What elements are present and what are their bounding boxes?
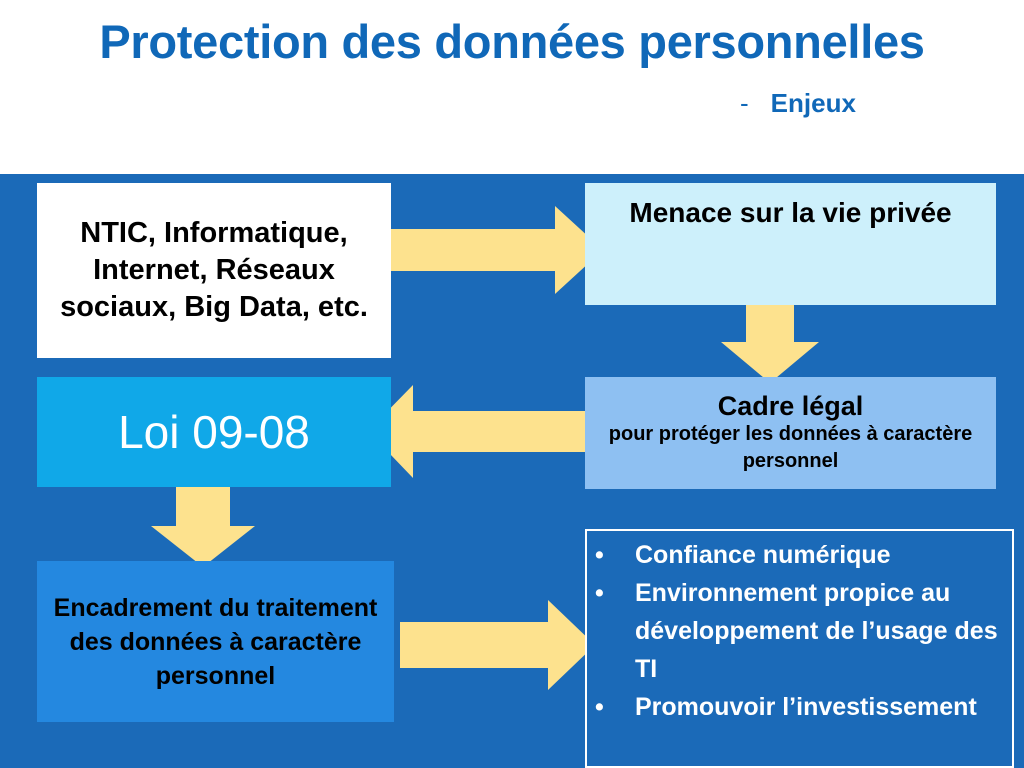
box-menace-text: Menace sur la vie privée — [629, 197, 952, 228]
subtitle-dash: - — [740, 88, 749, 118]
arrow-right-bottom — [400, 600, 595, 690]
list-item: Confiance numérique — [595, 536, 1012, 574]
list-item: Environnement propice au développement d… — [595, 574, 1012, 688]
slide-subtitle: -Enjeux — [740, 88, 856, 119]
box-cadre-title: Cadre légal — [717, 391, 864, 421]
subtitle-text: Enjeux — [770, 88, 856, 118]
arrow-right-top — [391, 206, 603, 294]
slide-title: Protection des données personnelles — [99, 15, 925, 68]
box-ntic-text: NTIC, Informatique, Internet, Réseaux so… — [60, 217, 368, 323]
box-encadrement: Encadrement du traitement des données à … — [37, 561, 394, 722]
box-encadrement-text: Encadrement du traitement des données à … — [53, 593, 378, 690]
box-cadre-subtitle: pour protéger les données à caractère pe… — [608, 423, 973, 472]
box-menace: Menace sur la vie privée — [585, 183, 996, 305]
arrow-down-left — [151, 487, 255, 567]
box-ntic: NTIC, Informatique, Internet, Réseaux so… — [37, 183, 391, 358]
box-cadre-legal: Cadre légal pour protéger les données à … — [585, 377, 996, 489]
box-enjeux-list: Confiance numérique Environnement propic… — [585, 529, 1014, 768]
enjeux-list: Confiance numérique Environnement propic… — [587, 536, 1012, 726]
list-item: Promouvoir l’investissement — [595, 688, 1012, 726]
arrow-left-middle — [368, 385, 585, 478]
box-loi-text: Loi 09-08 — [118, 406, 310, 458]
box-loi: Loi 09-08 — [37, 377, 391, 487]
arrow-down-right — [721, 305, 819, 383]
